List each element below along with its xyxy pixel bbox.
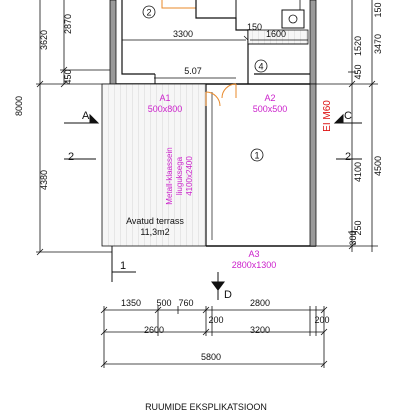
bottom-dimension-lines xyxy=(100,306,328,368)
room-4-number: 4 xyxy=(258,62,263,72)
dim-right-150: 150 xyxy=(373,2,383,17)
dim-bottom-3200: 3200 xyxy=(250,325,270,335)
dim-bottom-2800: 2800 xyxy=(250,298,270,308)
opening-a1-name: A1 xyxy=(159,93,170,103)
dim-bottom-500: 500 xyxy=(156,298,171,308)
terrace-area xyxy=(101,83,207,247)
dim-bottom-5800: 5800 xyxy=(201,352,221,362)
section-marker-bottom-left xyxy=(111,246,136,282)
left-dimension-chain xyxy=(36,0,112,256)
opening-a3-size: 2800x1300 xyxy=(232,260,277,270)
dim-bottom-200-right: 200 xyxy=(314,315,329,325)
section-1-label: 1 xyxy=(120,260,126,272)
opening-a2-name: A2 xyxy=(264,93,275,103)
section-2-left-label: 2 xyxy=(68,151,74,163)
room-1-walls xyxy=(205,83,317,247)
dim-right-3470: 3470 xyxy=(373,34,383,54)
glass-wall-line-3: 4100x2400 xyxy=(185,156,194,196)
opening-a2-size: 500x500 xyxy=(253,104,288,114)
dim-left-4380: 4380 xyxy=(39,170,49,190)
dim-right-450: 450 xyxy=(353,64,363,79)
section-marker-bottom-d xyxy=(211,272,225,300)
terrace-name: Avatud terrass xyxy=(126,216,184,226)
dim-left-8000: 8000 xyxy=(14,96,24,116)
dim-right-4100: 4100 xyxy=(353,162,363,182)
dim-left-2870: 2870 xyxy=(63,14,73,34)
opening-a3-name: A3 xyxy=(248,249,259,259)
glass-wall-line-2: liuguksega xyxy=(175,156,184,195)
terrace-area-value: 11,3m2 xyxy=(140,227,169,237)
dim-right-250: 250 xyxy=(353,220,363,235)
dim-right-300: 300 xyxy=(348,230,358,245)
section-c-label: C xyxy=(344,110,352,122)
interior-dimension-lines xyxy=(122,35,308,79)
section-marker-left xyxy=(64,113,100,160)
explication-title: RUUMIDE EKSPLIKATSIOON xyxy=(145,402,267,412)
section-marker-right xyxy=(333,113,362,160)
section-a-label: A xyxy=(82,110,90,122)
dim-bottom-200-left: 200 xyxy=(208,315,223,325)
opening-a1-size: 500x800 xyxy=(148,104,183,114)
room-2-number: 2 xyxy=(146,8,151,18)
dim-right-4500: 4500 xyxy=(373,156,383,176)
section-2-right-label: 2 xyxy=(345,151,351,163)
dim-left-3620: 3620 xyxy=(39,30,49,50)
room-4-marker: 4 xyxy=(254,59,268,73)
dim-bottom-2600: 2600 xyxy=(144,325,164,335)
glass-wall-line-1: Metall-klaassein xyxy=(165,147,174,204)
dim-bottom-760: 760 xyxy=(178,298,193,308)
dim-5-07: 5.07 xyxy=(184,66,202,76)
room-1-marker: 1 xyxy=(250,148,264,162)
dim-150-interior: 150 xyxy=(247,22,262,32)
fire-wall-label: EI M60 xyxy=(322,100,333,132)
upper-rooms xyxy=(109,0,317,85)
door-swings xyxy=(205,83,237,107)
dim-3300: 3300 xyxy=(173,29,193,39)
dim-right-1520: 1520 xyxy=(353,36,363,56)
room-1-number: 1 xyxy=(254,151,259,161)
section-d-label: D xyxy=(224,289,232,301)
room-2-marker: 2 xyxy=(142,5,156,19)
dim-left-450: 450 xyxy=(63,69,73,84)
dim-bottom-1350: 1350 xyxy=(121,298,141,308)
right-dimension-chain xyxy=(316,0,378,252)
dim-1600: 1600 xyxy=(266,29,286,39)
